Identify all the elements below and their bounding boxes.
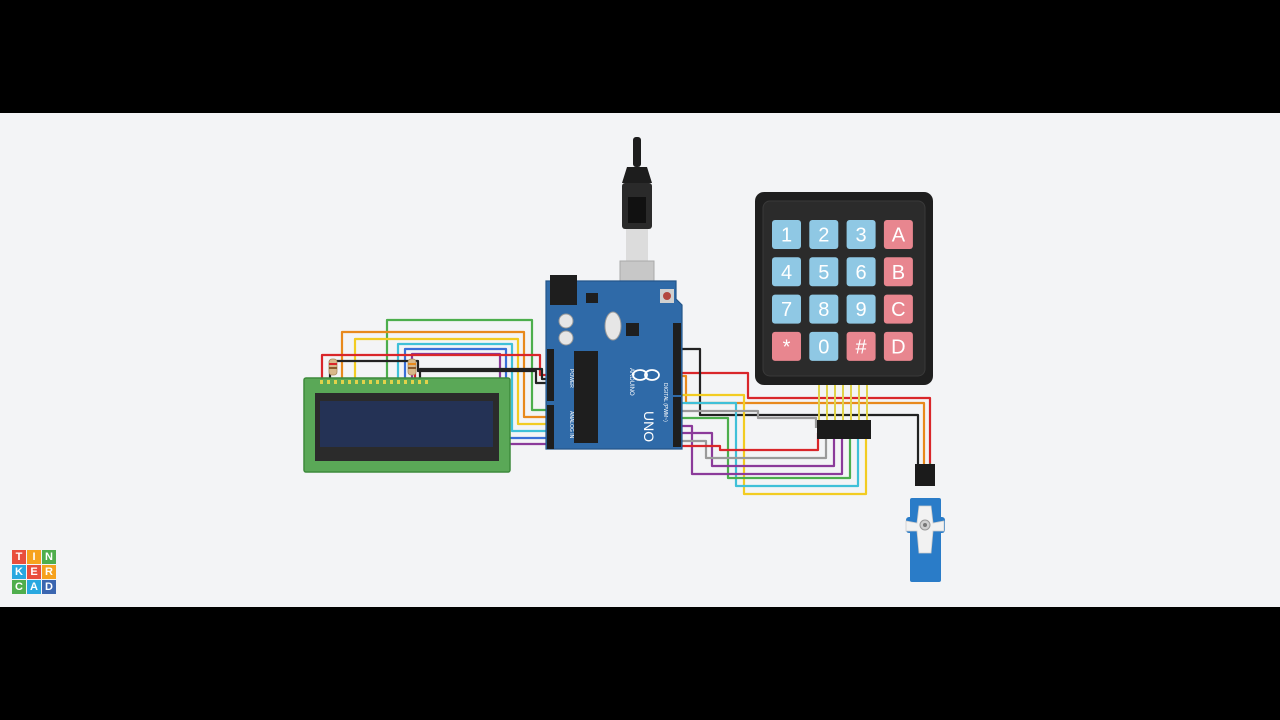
- keypad-key-label: 1: [781, 225, 792, 247]
- wire-gray-d5[interactable]: [682, 409, 818, 428]
- keypad-4x4[interactable]: 1 2 3 A 4 5 6 B 7 8 9 C * 0 # D: [755, 192, 933, 439]
- keypad-key-label: 6: [856, 262, 867, 284]
- keypad-keys[interactable]: 1 2 3 A 4 5 6 B 7 8 9 C * 0 # D: [772, 220, 913, 361]
- keypad-key[interactable]: D: [883, 331, 913, 361]
- circuit-diagram[interactable]: UNO ARDUINO ANALOG IN POWER DIGITAL (PWM…: [0, 113, 1280, 607]
- logo-letter: R: [42, 565, 56, 579]
- keypad-key[interactable]: 3: [846, 220, 876, 249]
- keypad-key[interactable]: 2: [809, 220, 839, 249]
- keypad-key[interactable]: *: [772, 331, 801, 361]
- keypad-key-label: 2: [818, 225, 829, 247]
- arduino-pcb: [545, 280, 683, 450]
- keypad-key[interactable]: 9: [846, 294, 876, 324]
- arduino-model-text: UNO: [641, 411, 657, 442]
- keypad-key-label: 7: [781, 299, 792, 321]
- keypad-key[interactable]: #: [846, 331, 876, 361]
- wire-purple-d2[interactable]: [682, 431, 836, 468]
- logo-letter: K: [12, 565, 26, 579]
- keypad-key-label: D: [891, 336, 905, 358]
- keypad-key-label: B: [892, 262, 905, 284]
- resistor-left[interactable]: [328, 358, 338, 376]
- keypad-key[interactable]: C: [883, 294, 913, 324]
- power-header[interactable]: [547, 349, 554, 401]
- wire-black-servo[interactable]: [682, 347, 920, 465]
- digital-header-top[interactable]: [673, 323, 681, 395]
- analog-in-label: ANALOG IN: [568, 411, 574, 439]
- power-label: POWER: [568, 369, 574, 388]
- keypad-key[interactable]: 6: [846, 257, 876, 287]
- keypad-key[interactable]: 7: [772, 294, 801, 324]
- logo-letter: I: [27, 550, 41, 564]
- arduino-uno-board[interactable]: UNO ARDUINO ANALOG IN POWER DIGITAL (PWM…: [545, 137, 683, 450]
- keypad-key-label: 3: [856, 225, 867, 247]
- keypad-key-label: 4: [781, 262, 792, 284]
- wire-yellow-lcd[interactable]: [353, 337, 546, 426]
- keypad-key[interactable]: 4: [772, 257, 801, 287]
- keypad-key[interactable]: A: [883, 220, 913, 249]
- keypad-key-label: 8: [818, 299, 829, 321]
- keypad-key-label: *: [783, 336, 791, 358]
- keypad-key-label: 0: [818, 336, 829, 358]
- keypad-key[interactable]: 1: [772, 220, 801, 249]
- wire-green-d4[interactable]: [682, 416, 852, 480]
- logo-letter: D: [42, 580, 56, 594]
- lcd-display[interactable]: [303, 358, 511, 473]
- canvas-area[interactable]: UNO ARDUINO ANALOG IN POWER DIGITAL (PWM…: [0, 113, 1280, 607]
- wire-yellow-d7[interactable]: [682, 393, 868, 496]
- digital-label: DIGITAL (PWM~): [662, 383, 668, 422]
- keypad-pins: [818, 385, 868, 421]
- wire-red-d0[interactable]: [682, 433, 820, 452]
- logo-letter: T: [12, 550, 26, 564]
- keypad-key-label: C: [891, 299, 905, 321]
- logo-letter: A: [27, 580, 41, 594]
- arduino-brand-text: ARDUINO: [628, 368, 634, 396]
- wire-orange-lcd[interactable]: [340, 330, 546, 419]
- logo-letter: C: [12, 580, 26, 594]
- keypad-key-label: 9: [856, 299, 867, 321]
- wire-orange-servo[interactable]: [682, 374, 926, 465]
- arduino-infinity-logo: [632, 369, 660, 381]
- servo-motor[interactable]: [905, 464, 945, 582]
- wire-gray-d1[interactable]: [682, 433, 828, 460]
- logo-letter: N: [42, 550, 56, 564]
- keypad-key-label: #: [856, 336, 868, 358]
- lcd-pin-header: [320, 380, 428, 384]
- lcd-screen: [320, 401, 493, 447]
- keypad-key-label: A: [892, 225, 906, 247]
- keypad-key[interactable]: 5: [809, 257, 839, 287]
- keypad-key[interactable]: B: [883, 257, 913, 287]
- keypad-key[interactable]: 0: [809, 331, 839, 361]
- logo-letter: E: [27, 565, 41, 579]
- wire-black-gnd2[interactable]: [418, 367, 548, 381]
- atmega-chip: [574, 351, 598, 443]
- servo-connector[interactable]: [915, 464, 935, 486]
- keypad-key[interactable]: 8: [809, 294, 839, 324]
- keypad-key-label: 5: [818, 262, 829, 284]
- wire-blue-lcd[interactable]: [403, 347, 546, 440]
- digital-header-bottom[interactable]: [673, 397, 681, 447]
- analog-header[interactable]: [547, 405, 554, 449]
- dc-jack: [550, 275, 577, 305]
- keypad-connector[interactable]: [817, 420, 871, 439]
- wire-cyan-d6[interactable]: [682, 401, 860, 488]
- resistor-right[interactable]: [407, 358, 417, 376]
- wire-purple-d3[interactable]: [682, 424, 844, 476]
